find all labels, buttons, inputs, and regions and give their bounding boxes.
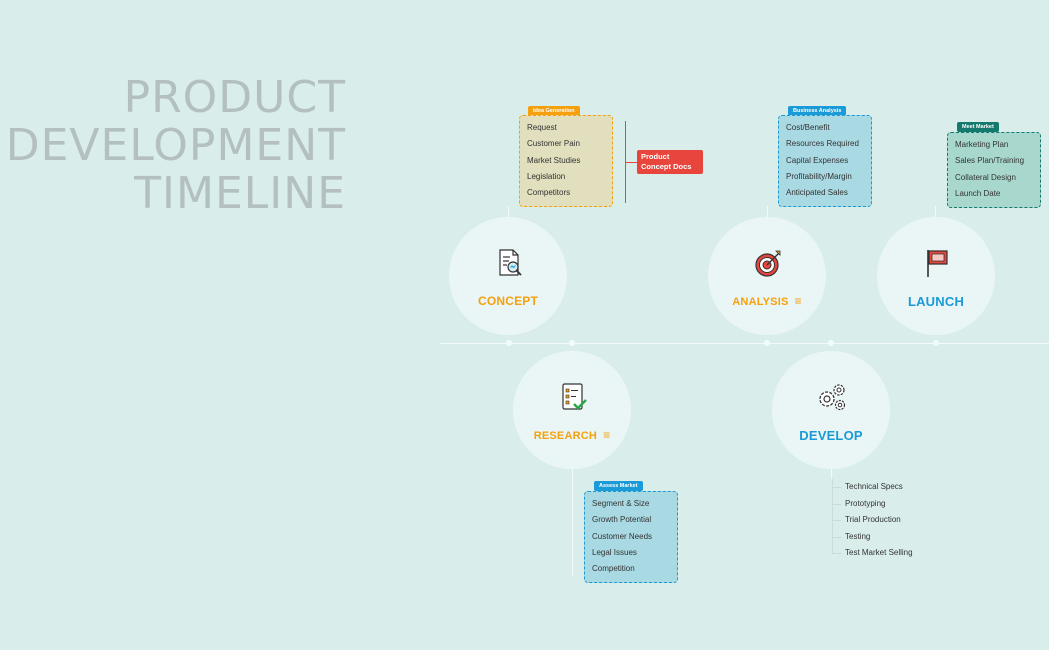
stage-concept[interactable]: CONCEPT (449, 217, 567, 335)
timeline-dot-launch (933, 340, 939, 346)
idea-generation-tag: Idea Generation (528, 106, 580, 116)
list-item: Competition (592, 564, 635, 574)
list-item: Marketing Plan (955, 140, 1009, 149)
title-line-3: TIMELINE (134, 168, 346, 219)
timeline-axis (440, 343, 1049, 344)
list-item: Profitability/Margin (786, 171, 852, 181)
assess-market-box: Segment & Size Growth Potential Customer… (584, 491, 678, 583)
list-item: Legal Issues (592, 547, 637, 557)
list-item: Growth Potential (592, 515, 652, 525)
develop-list: Technical Specs Prototyping Trial Produc… (832, 479, 913, 562)
assess-market-tag: Assess Market (594, 481, 643, 491)
list-item: Request (527, 123, 557, 132)
product-concept-docs-label: Product Concept Docs (637, 150, 703, 174)
stage-analysis[interactable]: ANALYSIS ≡ (708, 217, 826, 335)
develop-list-spine (832, 479, 833, 553)
list-item: Cost/Benefit (786, 123, 830, 132)
callout-line-1: Product (641, 152, 670, 161)
notes-icon[interactable]: ≡ (794, 294, 802, 308)
notes-icon[interactable]: ≡ (603, 428, 611, 442)
list-item: Anticipated Sales (786, 188, 848, 198)
connector-analysis (767, 206, 768, 220)
timeline-dot-concept (506, 340, 512, 346)
list-item: Competitors (527, 188, 571, 198)
list-item: Launch Date (955, 188, 1001, 198)
connector-research (572, 466, 573, 576)
stage-develop[interactable]: DEVELOP (772, 351, 890, 469)
stage-label-concept: CONCEPT (477, 294, 539, 308)
list-item: Prototyping (832, 496, 913, 513)
business-analysis-tag: Business Analysis (788, 106, 847, 116)
list-item: Customer Needs (592, 531, 653, 541)
list-item: Customer Pain (527, 139, 580, 149)
title-line-2: DEVELOPMENT (5, 120, 346, 171)
title-line-1: PRODUCT (123, 72, 346, 123)
list-item: Technical Specs (832, 479, 913, 496)
stage-label-analysis: ANALYSIS ≡ (708, 294, 826, 308)
list-item: Market Studies (527, 155, 581, 165)
timeline-dot-research (569, 340, 575, 346)
list-item: Segment & Size (592, 499, 650, 508)
stage-label-analysis-text: ANALYSIS (732, 296, 789, 308)
connector-launch (935, 206, 936, 220)
stage-label-research-text: RESEARCH (533, 430, 598, 442)
list-item: Test Market Selling (832, 545, 913, 562)
meet-market-box: Marketing Plan Sales Plan/Training Colla… (947, 132, 1041, 208)
list-item: Trial Production (832, 512, 913, 529)
list-item: Legislation (527, 171, 566, 181)
meet-market-tag: Meet Market (957, 122, 999, 132)
stage-research[interactable]: RESEARCH ≡ (513, 351, 631, 469)
callout-connector (625, 162, 637, 163)
target-icon (755, 250, 781, 277)
list-item: Testing (832, 529, 913, 546)
stage-label-launch: LAUNCH (907, 294, 965, 309)
checklist-icon (562, 383, 587, 410)
list-item: Resources Required (786, 139, 859, 149)
connector-concept (508, 206, 509, 222)
stage-launch[interactable]: LAUNCH (877, 217, 995, 335)
list-item: Capital Expenses (786, 155, 849, 165)
stage-label-develop: DEVELOP (799, 428, 863, 443)
callout-line-2: Concept Docs (641, 161, 692, 171)
page-title: PRODUCT DEVELOPMENT TIMELINE (6, 74, 346, 218)
gears-icon (819, 384, 846, 411)
connector-develop (831, 466, 832, 479)
idea-generation-box: Request Customer Pain Market Studies Leg… (519, 115, 613, 207)
timeline-dot-develop (828, 340, 834, 346)
flag-icon (927, 250, 948, 277)
document-search-icon (499, 249, 522, 276)
business-analysis-box: Cost/Benefit Resources Required Capital … (778, 115, 872, 207)
stage-label-research: RESEARCH ≡ (513, 428, 631, 442)
list-item: Sales Plan/Training (955, 156, 1025, 166)
timeline-dot-analysis (764, 340, 770, 346)
list-item: Collateral Design (955, 172, 1016, 182)
